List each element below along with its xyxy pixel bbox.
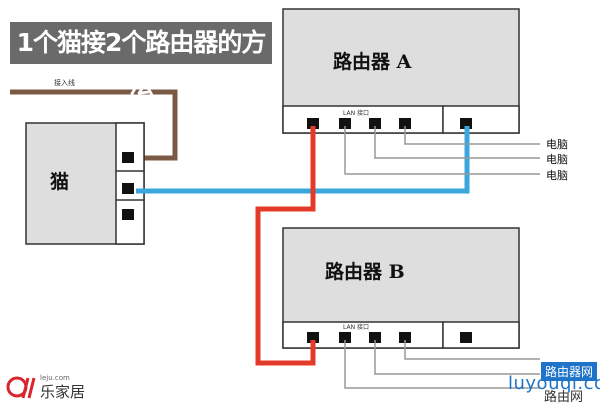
router-a-pc-cable-2	[374, 126, 540, 159]
incoming-line-label: 接入线	[54, 78, 75, 87]
router-b-wan-panel	[442, 321, 520, 349]
router-b-lan-port-4	[399, 332, 411, 343]
router-b-pc-cable-2	[374, 340, 540, 375]
router-a-lan-port-1	[307, 118, 319, 129]
router-b-pc-cable-1	[344, 340, 540, 389]
pc-label-3: 电脑	[546, 169, 568, 182]
modem-to-router-a-cable	[136, 126, 470, 194]
router-a-pc-cable-3	[404, 126, 540, 145]
router-a-wan-panel	[442, 105, 520, 134]
page-title: 1个猫接2个路由器的方法	[10, 22, 272, 99]
router-a-pc-cable-1	[344, 126, 540, 175]
watermark-right-name: 路由网	[544, 390, 584, 405]
watermark-right-url: luyouqi.com	[508, 373, 600, 394]
router-a-wan-port	[460, 118, 472, 129]
router-b-lan-label: LAN 接口	[343, 323, 369, 331]
router-b-pc-cable-3	[404, 340, 540, 360]
modem-label: 猫	[50, 170, 69, 193]
router-b-label: 路由器 B	[325, 260, 405, 283]
watermark-left-site: leju.com	[40, 374, 70, 382]
router-a-lan-port-3	[369, 118, 381, 129]
modem-port-extra	[122, 209, 134, 220]
modem-port-wan	[122, 152, 134, 163]
watermark-left-name: 乐家居	[40, 383, 86, 401]
incoming-line-cable	[10, 89, 178, 161]
router-a-to-router-b-cable	[255, 126, 316, 366]
pc-label-2: 电脑	[546, 153, 568, 166]
modem-port-lan	[122, 183, 134, 194]
pc-label-1: 电脑	[546, 138, 568, 151]
router-a-lan-port-4	[399, 118, 411, 129]
leju-logo-icon	[6, 376, 36, 399]
router-a-label: 路由器 A	[333, 50, 412, 73]
router-b-wan-port	[460, 332, 472, 343]
router-b-lan-port-3	[369, 332, 381, 343]
router-a-lan-label: LAN 接口	[343, 109, 369, 117]
watermark-right-badge: 路由器网	[541, 362, 598, 381]
router-a-lan-port-2	[339, 118, 351, 129]
router-b-lan-port-1	[307, 332, 319, 343]
router-b-lan-port-2	[339, 332, 351, 343]
